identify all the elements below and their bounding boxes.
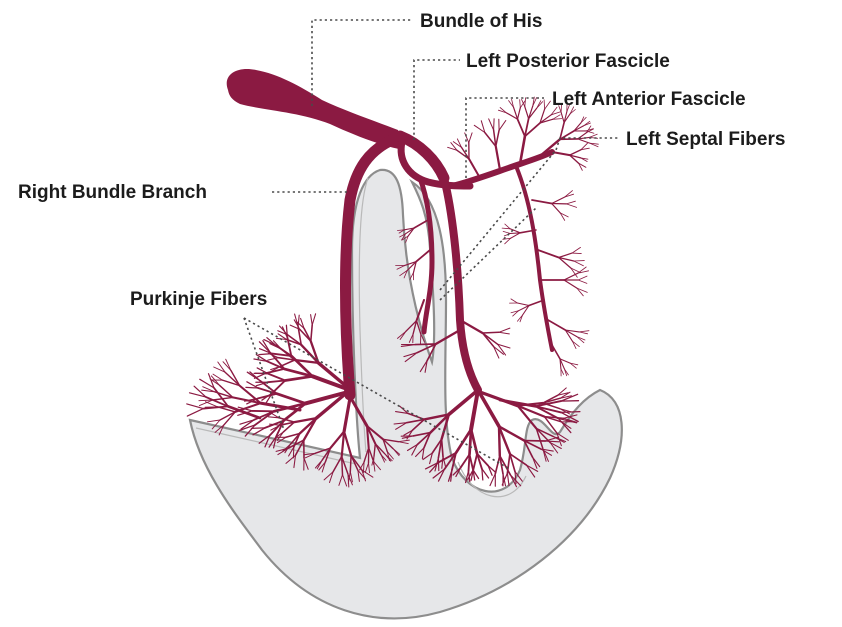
purkinje-fiber <box>579 332 588 334</box>
purkinje-fiber <box>578 139 590 143</box>
purkinje-fiber <box>564 273 578 280</box>
purkinje-fiber <box>552 197 565 204</box>
purkinje-fiber <box>473 454 477 470</box>
purkinje-fiber <box>311 325 312 341</box>
purkinje-fiber <box>503 231 510 233</box>
purkinje-fiber <box>552 152 570 155</box>
left-posterior-fascicle-descending <box>444 178 478 390</box>
purkinje-fiber <box>577 337 584 343</box>
purkinje-fiber <box>566 204 576 208</box>
purkinje-fiber <box>589 134 597 137</box>
purkinje-fiber <box>496 130 499 146</box>
purkinje-fiber <box>525 107 529 119</box>
purkinje-fiber <box>511 299 518 303</box>
purkinje-fiber <box>574 126 584 131</box>
label-purkinje-fibers: Purkinje Fibers <box>130 289 267 310</box>
purkinje-fiber <box>499 328 510 332</box>
purkinje-fiber <box>517 303 529 306</box>
purkinje-fiber <box>311 315 313 325</box>
purkinje-fiber <box>224 412 235 425</box>
purkinje-fiber <box>483 332 499 333</box>
purkinje-fiber <box>344 398 350 432</box>
label-bundle-of-his: Bundle of His <box>420 11 542 32</box>
purkinje-fiber <box>495 456 500 474</box>
purkinje-fiber <box>496 146 500 170</box>
purkinje-fiber <box>510 233 520 234</box>
purkinje-fiber <box>544 100 545 109</box>
purkinje-fiber <box>251 428 265 429</box>
purkinje-fiber <box>414 220 428 228</box>
purkinje-fiber <box>572 253 581 254</box>
purkinje-fiber <box>417 300 425 321</box>
purkinje-fiber <box>344 432 351 456</box>
purkinje-fiber <box>566 201 575 204</box>
purkinje-fiber <box>552 204 561 213</box>
purkinje-fiber <box>572 247 581 253</box>
purkinje-fiber <box>538 250 559 258</box>
purkinje-fiber <box>187 409 203 417</box>
purkinje-fiber <box>269 374 286 381</box>
purkinje-fiber <box>350 455 351 471</box>
purkinje-fiber <box>577 337 585 341</box>
purkinje-fiber <box>545 441 559 442</box>
purkinje-fiber <box>564 280 577 288</box>
purkinje-fiber <box>489 119 494 130</box>
purkinje-fiber <box>561 112 564 122</box>
purkinje-fiber <box>518 108 521 119</box>
label-left-posterior-fascicle: Left Posterior Fascicle <box>466 51 670 72</box>
purkinje-fiber <box>258 394 277 399</box>
purkinje-fiber <box>579 331 589 332</box>
purkinje-fiber <box>226 359 231 370</box>
purkinje-fiber <box>312 314 315 325</box>
purkinje-fiber <box>410 273 414 280</box>
purkinje-fiber <box>298 315 299 327</box>
purkinje-fiber <box>469 133 472 143</box>
purkinje-fiber <box>561 412 580 413</box>
leader-left-posterior-fascicle <box>414 60 460 140</box>
purkinje-fiber <box>482 469 483 480</box>
purkinje-fiber <box>570 150 581 155</box>
purkinje-fiber <box>220 412 235 420</box>
purkinje-fiber <box>499 426 500 455</box>
purkinje-fiber <box>559 253 572 257</box>
purkinje-fiber <box>499 121 506 131</box>
purkinje-fiber <box>574 123 581 131</box>
purkinje-fiber <box>507 473 509 486</box>
purkinje-fiber <box>285 376 312 380</box>
purkinje-fiber <box>281 360 295 366</box>
purkinje-fiber <box>545 101 551 109</box>
purkinje-fiber <box>552 345 560 359</box>
label-right-bundle-branch: Right Bundle Branch <box>18 182 207 203</box>
purkinje-fiber <box>578 276 587 280</box>
purkinje-fiber <box>469 159 480 178</box>
purkinje-fiber <box>277 394 306 404</box>
purkinje-fiber <box>518 119 525 136</box>
left-anterior-fascicle-descending <box>516 166 552 350</box>
purkinje-fiber <box>520 100 521 108</box>
purkinje-fiber <box>548 320 565 330</box>
purkinje-fiber <box>494 119 495 130</box>
label-left-anterior-fascicle: Left Anterior Fascicle <box>552 89 746 110</box>
purkinje-fiber <box>416 250 430 262</box>
purkinje-fiber <box>578 280 587 283</box>
bundle-of-his <box>227 69 404 150</box>
purkinje-fiber <box>415 344 436 345</box>
purkinje-fiber <box>253 428 265 435</box>
purkinje-fiber <box>499 332 509 334</box>
purkinje-fiber <box>574 261 584 266</box>
purkinje-fiber <box>457 150 469 159</box>
purkinje-fiber <box>532 200 552 204</box>
purkinje-fiber <box>342 457 343 475</box>
leader-bundle-of-his <box>312 20 412 106</box>
label-left-septal-fibers: Left Septal Fibers <box>626 129 785 150</box>
purkinje-fiber <box>525 98 526 107</box>
